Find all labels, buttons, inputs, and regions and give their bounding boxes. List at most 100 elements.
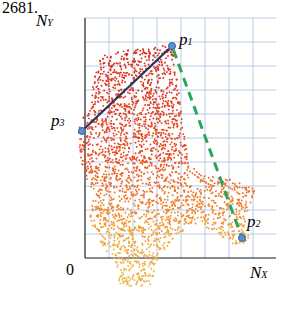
cloud-point bbox=[226, 203, 228, 205]
cloud-point bbox=[174, 201, 176, 203]
cloud-point bbox=[150, 275, 152, 277]
cloud-point bbox=[198, 206, 200, 208]
cloud-point bbox=[245, 195, 247, 197]
cloud-point bbox=[195, 208, 197, 210]
cloud-point bbox=[96, 166, 98, 168]
cloud-point bbox=[124, 259, 126, 261]
cloud-point bbox=[164, 133, 166, 135]
cloud-point bbox=[142, 107, 144, 109]
cloud-point bbox=[211, 208, 213, 210]
cloud-point bbox=[143, 236, 145, 238]
cloud-point bbox=[107, 126, 109, 128]
cloud-point bbox=[233, 230, 235, 232]
cloud-point bbox=[164, 205, 166, 207]
cloud-point bbox=[151, 218, 153, 220]
cloud-point bbox=[172, 83, 174, 85]
cloud-point bbox=[168, 105, 170, 107]
cloud-point bbox=[87, 115, 89, 117]
cloud-point bbox=[149, 176, 151, 178]
cloud-point bbox=[90, 220, 92, 222]
cloud-point bbox=[239, 230, 241, 232]
cloud-point bbox=[178, 221, 180, 223]
cloud-point bbox=[144, 240, 146, 242]
cloud-point bbox=[112, 170, 114, 172]
cloud-point bbox=[142, 139, 144, 141]
cloud-point bbox=[240, 202, 242, 204]
cloud-point bbox=[121, 275, 123, 277]
cloud-point bbox=[144, 65, 146, 67]
cloud-point bbox=[131, 233, 133, 235]
cloud-point bbox=[88, 148, 90, 150]
cloud-point bbox=[157, 171, 159, 173]
cloud-point bbox=[120, 207, 122, 209]
cloud-point bbox=[131, 184, 133, 186]
cloud-point bbox=[99, 163, 101, 165]
cloud-point bbox=[113, 172, 115, 174]
cloud-point bbox=[158, 160, 160, 162]
cloud-point bbox=[113, 127, 115, 129]
cloud-point bbox=[113, 240, 115, 242]
cloud-point bbox=[211, 200, 213, 202]
cloud-point bbox=[203, 181, 205, 183]
cloud-point bbox=[89, 163, 91, 165]
cloud-point bbox=[91, 154, 93, 156]
cloud-point bbox=[183, 204, 185, 206]
cloud-point bbox=[113, 222, 115, 224]
cloud-point bbox=[165, 212, 167, 214]
cloud-point bbox=[97, 173, 99, 175]
cloud-point bbox=[144, 56, 146, 58]
cloud-point bbox=[227, 203, 229, 205]
cloud-point bbox=[172, 107, 174, 109]
cloud-point bbox=[159, 120, 161, 122]
cloud-point bbox=[153, 106, 155, 108]
cloud-point bbox=[227, 186, 229, 188]
cloud-point bbox=[96, 227, 98, 229]
cloud-point bbox=[141, 53, 143, 55]
cloud-point bbox=[246, 189, 248, 191]
cloud-point bbox=[112, 149, 114, 151]
cloud-point bbox=[127, 261, 129, 263]
cloud-point bbox=[208, 186, 210, 188]
cloud-point bbox=[160, 90, 162, 92]
cloud-point bbox=[218, 212, 220, 214]
cloud-point bbox=[143, 173, 145, 175]
cloud-point bbox=[112, 214, 114, 216]
cloud-point bbox=[180, 184, 182, 186]
cloud-point bbox=[118, 150, 120, 152]
cloud-point bbox=[128, 74, 130, 76]
cloud-point bbox=[171, 118, 173, 120]
cloud-point bbox=[224, 220, 226, 222]
cloud-point bbox=[129, 228, 131, 230]
cloud-point bbox=[152, 95, 154, 97]
cloud-point bbox=[100, 79, 102, 81]
cloud-point bbox=[112, 167, 114, 169]
cloud-point bbox=[92, 200, 94, 202]
cloud-point bbox=[208, 203, 210, 205]
cloud-point bbox=[148, 132, 150, 134]
cloud-point bbox=[107, 209, 109, 211]
cloud-point bbox=[148, 274, 150, 276]
cloud-point bbox=[204, 219, 206, 221]
cloud-point bbox=[172, 55, 174, 57]
cloud-point bbox=[123, 143, 125, 145]
cloud-point bbox=[189, 186, 191, 188]
cloud-point bbox=[94, 81, 96, 83]
cloud-point bbox=[122, 147, 124, 149]
cloud-point bbox=[128, 175, 130, 177]
cloud-point bbox=[186, 153, 188, 155]
cloud-point bbox=[166, 130, 168, 132]
cloud-point bbox=[154, 258, 156, 260]
cloud-point bbox=[161, 64, 163, 66]
cloud-point bbox=[167, 222, 169, 224]
cloud-point bbox=[156, 140, 158, 142]
cloud-point bbox=[189, 222, 191, 224]
cloud-point bbox=[94, 178, 96, 180]
cloud-point bbox=[126, 144, 128, 146]
cloud-point bbox=[162, 93, 164, 95]
cloud-point bbox=[156, 108, 158, 110]
cloud-point bbox=[79, 144, 81, 146]
cloud-point bbox=[242, 196, 244, 198]
cloud-point bbox=[208, 183, 210, 185]
cloud-point bbox=[102, 151, 104, 153]
cloud-point bbox=[169, 233, 171, 235]
